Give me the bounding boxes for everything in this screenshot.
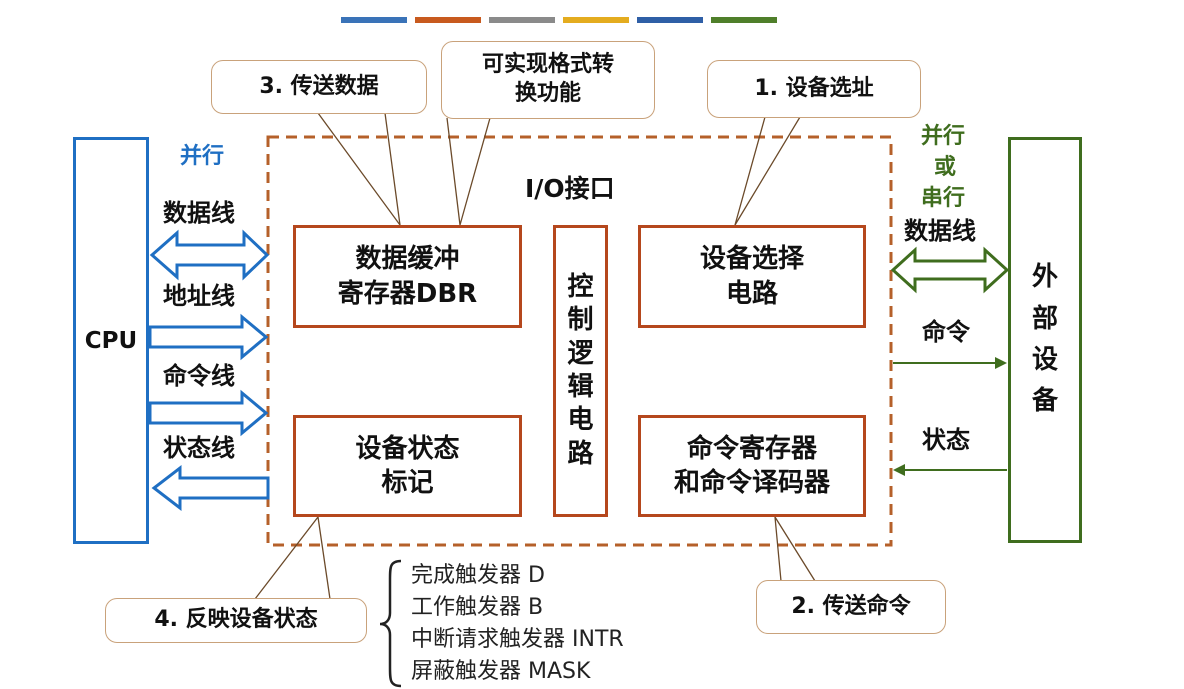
device-mode-line3: 串行 bbox=[921, 186, 966, 211]
callout-pointer-reflect-status bbox=[254, 515, 331, 600]
flip-flop-busy: 工作触发器 B bbox=[411, 595, 544, 620]
callout-device-addressing-text: 1. 设备选址 bbox=[754, 75, 874, 101]
device-data-line-label: 数据线 bbox=[904, 217, 976, 245]
cpu-box: CPU bbox=[73, 137, 149, 544]
device-data-line-arrow bbox=[890, 246, 1010, 294]
data-buffer-line1: 数据缓冲 bbox=[355, 244, 460, 275]
top-color-bar-segment bbox=[489, 17, 555, 23]
callout-device-addressing: 1. 设备选址 bbox=[707, 60, 921, 118]
callout-pointer-transfer-command bbox=[774, 516, 816, 582]
device-status-label: 状态 bbox=[922, 426, 970, 454]
address-line-arrow bbox=[148, 313, 269, 361]
flip-flop-intr: 中断请求触发器 INTR bbox=[411, 627, 624, 652]
data-buffer-line2: 寄存器DBR bbox=[337, 278, 478, 309]
io-interface-boundary bbox=[266, 135, 893, 547]
io-interface-title: I/O接口 bbox=[525, 174, 615, 203]
address-line-label: 地址线 bbox=[163, 282, 235, 310]
flip-flop-done: 完成触发器 D bbox=[411, 563, 545, 588]
top-color-bar-segment bbox=[711, 17, 777, 23]
top-color-bar-segment bbox=[341, 17, 407, 23]
cpu-mode-label: 并行 bbox=[180, 144, 225, 169]
top-color-bar-segment bbox=[563, 17, 629, 23]
status-flag-line1: 设备状态 bbox=[355, 433, 460, 464]
control-logic-char: 逻 bbox=[567, 338, 594, 369]
top-color-bar-segment bbox=[637, 17, 703, 23]
callout-transfer-data: 3. 传送数据 bbox=[211, 60, 427, 114]
command-line-label: 命令线 bbox=[163, 362, 235, 390]
data-buffer-register: 数据缓冲 寄存器DBR bbox=[293, 225, 522, 328]
control-logic-char: 制 bbox=[567, 305, 594, 336]
callout-transfer-command-text: 2. 传送命令 bbox=[791, 593, 911, 619]
external-device-char: 外 bbox=[1031, 262, 1058, 293]
callout-format-convert: 可实现格式转 换功能 bbox=[441, 41, 655, 119]
data-line-arrow bbox=[149, 229, 270, 281]
control-logic-circuit: 控 制 逻 辑 电 路 bbox=[553, 225, 608, 517]
callout-reflect-status: 4. 反映设备状态 bbox=[105, 598, 367, 643]
device-command-label: 命令 bbox=[922, 318, 970, 346]
device-command-arrow bbox=[995, 357, 1007, 369]
device-select-line2: 电路 bbox=[725, 278, 778, 309]
device-status-flag: 设备状态 标记 bbox=[293, 415, 522, 517]
external-device-char: 备 bbox=[1031, 386, 1058, 417]
control-logic-char: 辑 bbox=[567, 372, 594, 402]
cpu-label: CPU bbox=[84, 327, 138, 354]
status-line-label: 状态线 bbox=[163, 434, 235, 462]
command-line-arrow bbox=[148, 389, 269, 437]
external-device-char: 部 bbox=[1031, 303, 1058, 334]
external-device-char: 设 bbox=[1031, 345, 1058, 375]
device-select-circuit: 设备选择 电路 bbox=[638, 225, 866, 328]
callout-transfer-data-text: 3. 传送数据 bbox=[259, 73, 379, 99]
callout-transfer-command: 2. 传送命令 bbox=[756, 580, 946, 634]
device-select-line1: 设备选择 bbox=[699, 244, 804, 275]
device-status-arrow bbox=[893, 464, 905, 476]
flip-flop-mask: 屏蔽触发器 MASK bbox=[411, 659, 591, 684]
callout-pointer-device-addressing bbox=[734, 116, 801, 226]
top-color-bar-segment bbox=[415, 17, 481, 23]
flip-flops-brace bbox=[379, 559, 402, 688]
status-line-arrow bbox=[151, 464, 270, 512]
callout-pointer-transfer-data bbox=[317, 112, 401, 226]
device-mode-line2: 或 bbox=[934, 155, 957, 180]
external-device-box: 外 部 设 备 bbox=[1008, 137, 1082, 543]
control-logic-char: 控 bbox=[567, 272, 594, 303]
device-mode-line1: 并行 bbox=[921, 124, 966, 149]
status-flag-line2: 标记 bbox=[381, 468, 434, 498]
callout-format-line2: 换功能 bbox=[514, 81, 581, 106]
callout-reflect-status-text: 4. 反映设备状态 bbox=[154, 607, 318, 633]
command-reg-line1: 命令寄存器 bbox=[686, 433, 817, 464]
control-logic-char: 路 bbox=[567, 438, 594, 469]
callout-pointer-format-convert bbox=[446, 117, 491, 226]
command-reg-line2: 和命令译码器 bbox=[673, 468, 830, 498]
data-line-label: 数据线 bbox=[163, 199, 235, 227]
command-register-decoder: 命令寄存器 和命令译码器 bbox=[638, 415, 866, 517]
callout-format-line1: 可实现格式转 bbox=[481, 52, 614, 78]
control-logic-char: 电 bbox=[567, 405, 594, 436]
